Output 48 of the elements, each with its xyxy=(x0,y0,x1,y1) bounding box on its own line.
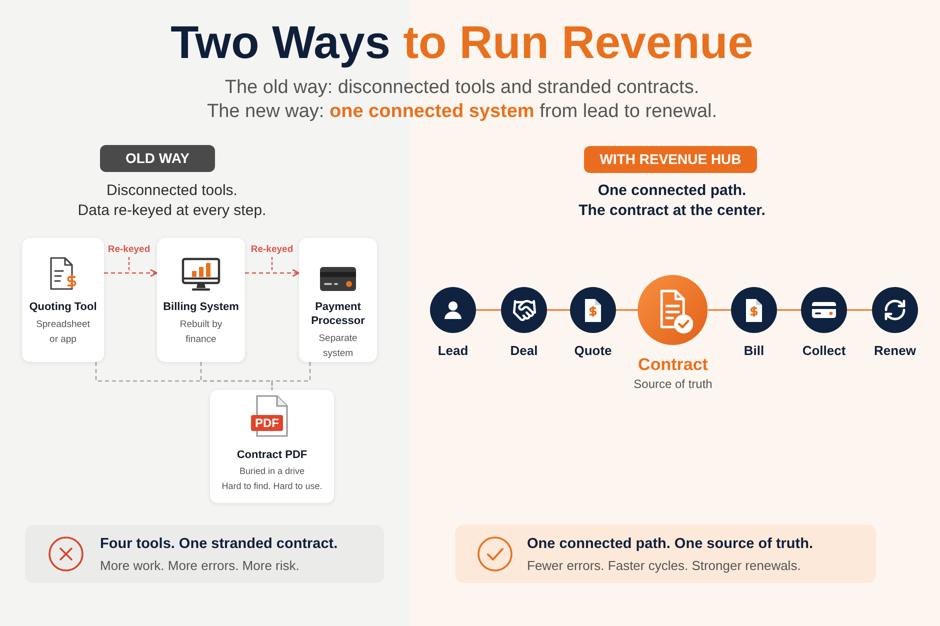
step-label: Renew xyxy=(874,343,916,359)
step-label: Lead xyxy=(438,343,468,359)
subtitle: The old way: disconnected tools and stranded contracts. xyxy=(224,76,700,100)
tool-card xyxy=(22,238,104,362)
dashed-arrow xyxy=(245,269,300,277)
step-label: Contract xyxy=(638,355,708,375)
summary-text: Fewer errors. Faster cycles. Stronger renewals. xyxy=(527,556,802,574)
section-tag: WITH REVENUE HUB xyxy=(584,146,757,173)
edge-label: Re-keyed xyxy=(248,244,296,256)
connector-line xyxy=(476,309,501,311)
connector-line xyxy=(616,309,638,311)
card-subtitle: Spreadsheet or app xyxy=(35,318,91,347)
card-title: Billing System xyxy=(162,300,240,314)
section-heading: The contract at the center. xyxy=(578,201,766,221)
card-title: Payment Processor xyxy=(310,300,366,328)
summary-heading: Four tools. One stranded contract. xyxy=(100,534,338,554)
step-label: Deal xyxy=(510,343,538,359)
tool-card xyxy=(210,390,334,503)
dashed-connector xyxy=(271,362,311,390)
card-subtitle: Hard to find. Hard to use. xyxy=(222,480,322,493)
summary-heading: One connected path. One source of truth. xyxy=(527,534,813,554)
card-title: Quoting Tool xyxy=(28,300,98,314)
step-label: Collect xyxy=(802,343,846,359)
summary-box xyxy=(455,525,876,583)
subtitle: The new way: one connected system from lead to renewal. xyxy=(206,100,718,124)
tool-card xyxy=(299,238,377,362)
section-heading: Disconnected tools. xyxy=(106,181,238,201)
summary-text: More work. More errors. More risk. xyxy=(100,556,300,574)
card-subtitle: Separate system xyxy=(318,332,358,361)
edge-label: Re-keyed xyxy=(106,244,152,256)
tool-card xyxy=(157,238,245,362)
section-heading: Data re-keyed at every step. xyxy=(78,201,266,221)
step-label: Quote xyxy=(574,343,612,359)
connector-line xyxy=(847,309,872,311)
card-title: Contract PDF xyxy=(236,448,308,462)
summary-box xyxy=(25,525,384,583)
connector-line xyxy=(547,309,570,311)
connector-line xyxy=(777,309,801,311)
connector-line xyxy=(708,309,731,311)
card-subtitle: Rebuilt by finance xyxy=(178,318,224,347)
step-caption: Source of truth xyxy=(634,376,712,392)
section-tag: OLD WAY xyxy=(100,145,215,172)
dashed-arrow xyxy=(104,269,158,277)
file-type-tag: PDF xyxy=(251,415,283,431)
step-label: Bill xyxy=(744,343,764,359)
section-heading: One connected path. xyxy=(598,181,746,201)
title: Two Ways to Run Revenue xyxy=(170,15,754,70)
card-subtitle: Buried in a drive xyxy=(239,465,305,478)
